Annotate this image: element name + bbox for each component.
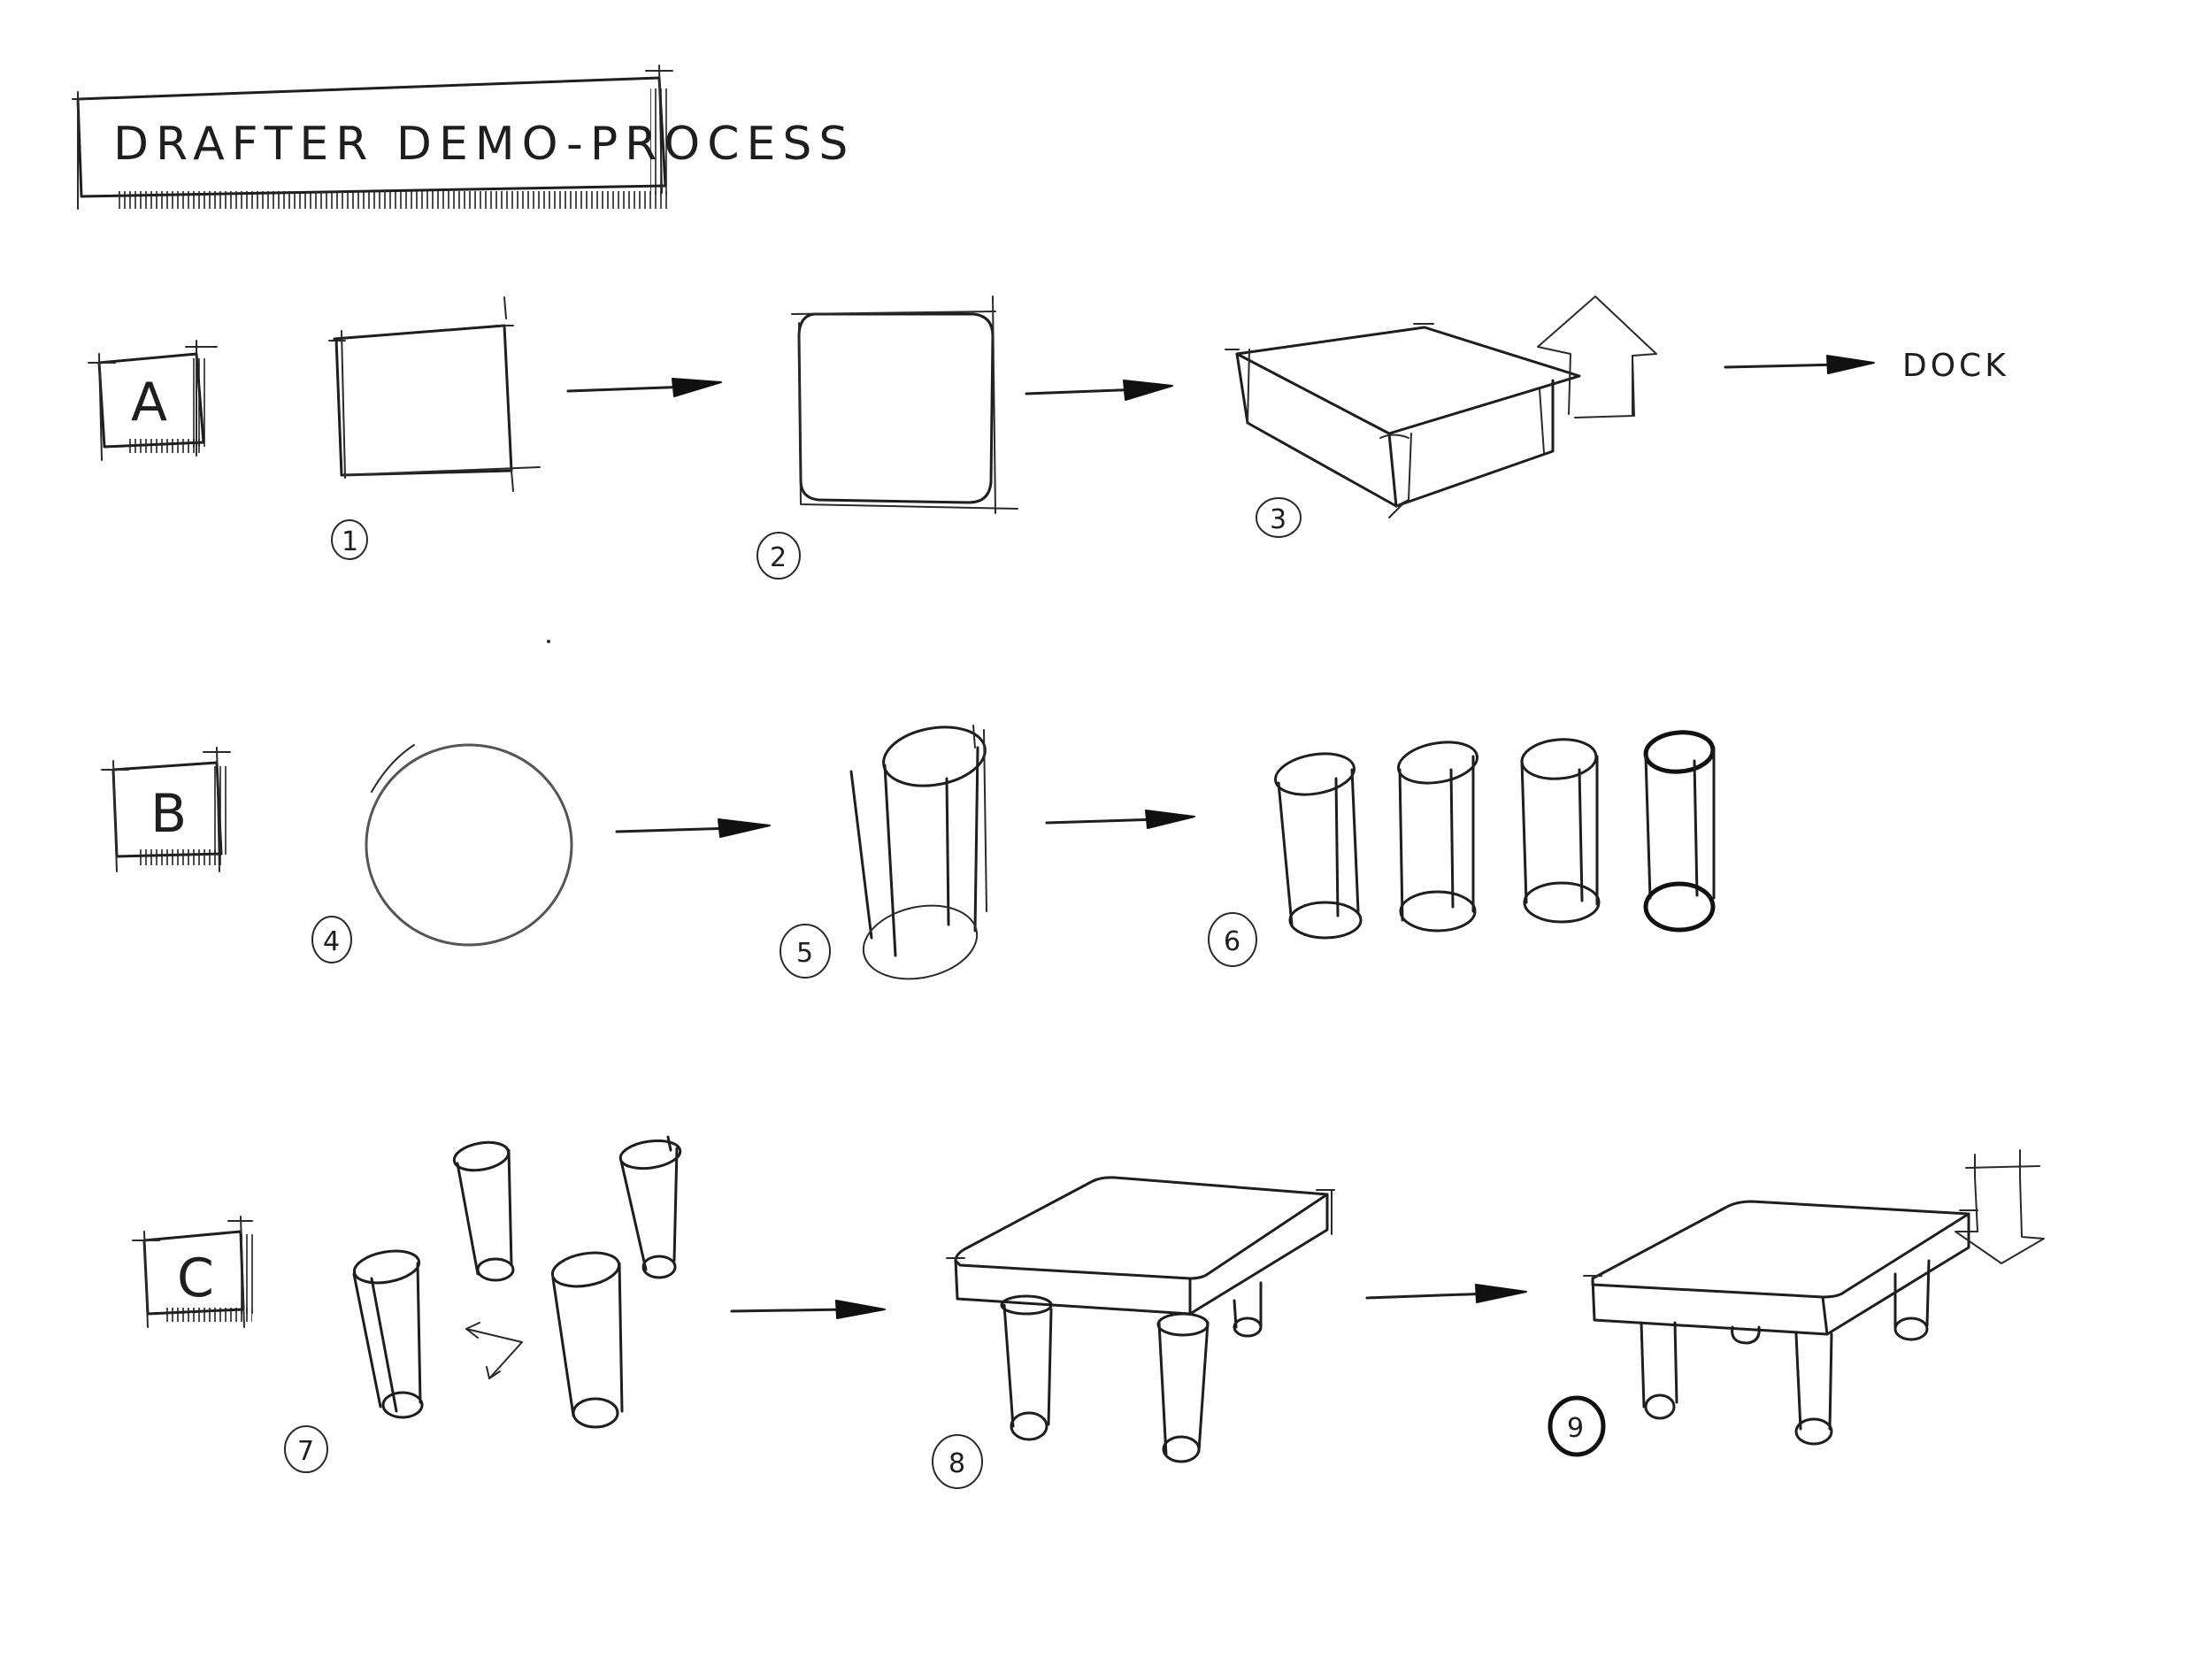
step-3-number: 3 <box>1256 497 1302 538</box>
step-8-table <box>946 1176 1335 1463</box>
leg-c <box>352 1249 424 1419</box>
down-arrow-icon <box>1955 1149 2045 1264</box>
flow-arrow-2 <box>1025 380 1173 401</box>
step-7-label: 7 <box>297 1436 314 1467</box>
step-8-number: 8 <box>932 1434 983 1489</box>
flow-arrow-1 <box>566 378 722 397</box>
step-2-rounded-square <box>791 296 1018 514</box>
stray-dot <box>547 640 550 643</box>
step-5-label: 5 <box>796 938 813 969</box>
dock-label: DOCK <box>1902 348 2009 384</box>
step-1-square <box>328 296 541 492</box>
cylinder-4 <box>1643 730 1716 933</box>
cylinder-2 <box>1397 741 1479 933</box>
step-4-circle <box>365 743 573 947</box>
table-leg-front-left <box>1000 1294 1053 1441</box>
section-letter-a: A <box>131 372 167 434</box>
title-text: DRAFTER DEMO-PROCESS <box>113 118 855 171</box>
flow-arrow-5 <box>1045 810 1195 829</box>
flow-arrow-7 <box>730 1300 886 1319</box>
cylinder-3 <box>1520 738 1601 924</box>
title-box: DRAFTER DEMO-PROCESS <box>72 65 855 210</box>
step-6-cylinders <box>1274 730 1716 940</box>
step-4-label: 4 <box>323 926 340 957</box>
step-4-number: 4 <box>311 916 352 963</box>
step-9-number: 9 <box>1548 1395 1606 1457</box>
table-leg-front-right <box>1156 1312 1210 1463</box>
step-9-label: 9 <box>1567 1413 1584 1444</box>
step-5-number: 5 <box>780 924 831 979</box>
step-9-table <box>1583 1200 1978 1446</box>
flow-arrow-8 <box>1365 1284 1527 1303</box>
leg-a <box>452 1140 515 1282</box>
table9-leg-back-right <box>1893 1259 1931 1341</box>
section-letter-c: C <box>177 1247 214 1309</box>
cylinder-1 <box>1274 752 1363 940</box>
section-label-c: C <box>132 1216 253 1328</box>
rotate-arrow-icon <box>465 1322 523 1379</box>
table-leg-back <box>1233 1281 1263 1338</box>
table9-leg-front-left <box>1640 1321 1678 1420</box>
step-3-extruded-box <box>1225 323 1581 518</box>
step-3-label: 3 <box>1270 504 1286 535</box>
leg-d <box>550 1251 624 1429</box>
step-7-number: 7 <box>284 1425 328 1473</box>
step-1-number: 1 <box>331 519 368 560</box>
step-1-label: 1 <box>342 526 358 557</box>
step-8-label: 8 <box>949 1448 965 1479</box>
step-7-scattered-cylinders <box>352 1135 682 1429</box>
step-6-label: 6 <box>1224 926 1240 957</box>
step-2-number: 2 <box>757 532 801 580</box>
section-letter-b: B <box>150 783 187 845</box>
section-label-b: B <box>101 747 231 872</box>
step-2-label: 2 <box>770 542 787 573</box>
leg-b <box>618 1135 682 1279</box>
step-5-cylinder <box>849 725 987 980</box>
section-label-a: A <box>88 340 218 461</box>
step-6-number: 6 <box>1208 912 1257 967</box>
table9-leg-back-left <box>1731 1325 1761 1345</box>
up-arrow-icon <box>1537 296 1657 418</box>
flow-arrow-dock <box>1724 355 1875 374</box>
flow-arrow-4 <box>615 818 771 838</box>
table9-leg-front-right <box>1794 1332 1833 1446</box>
